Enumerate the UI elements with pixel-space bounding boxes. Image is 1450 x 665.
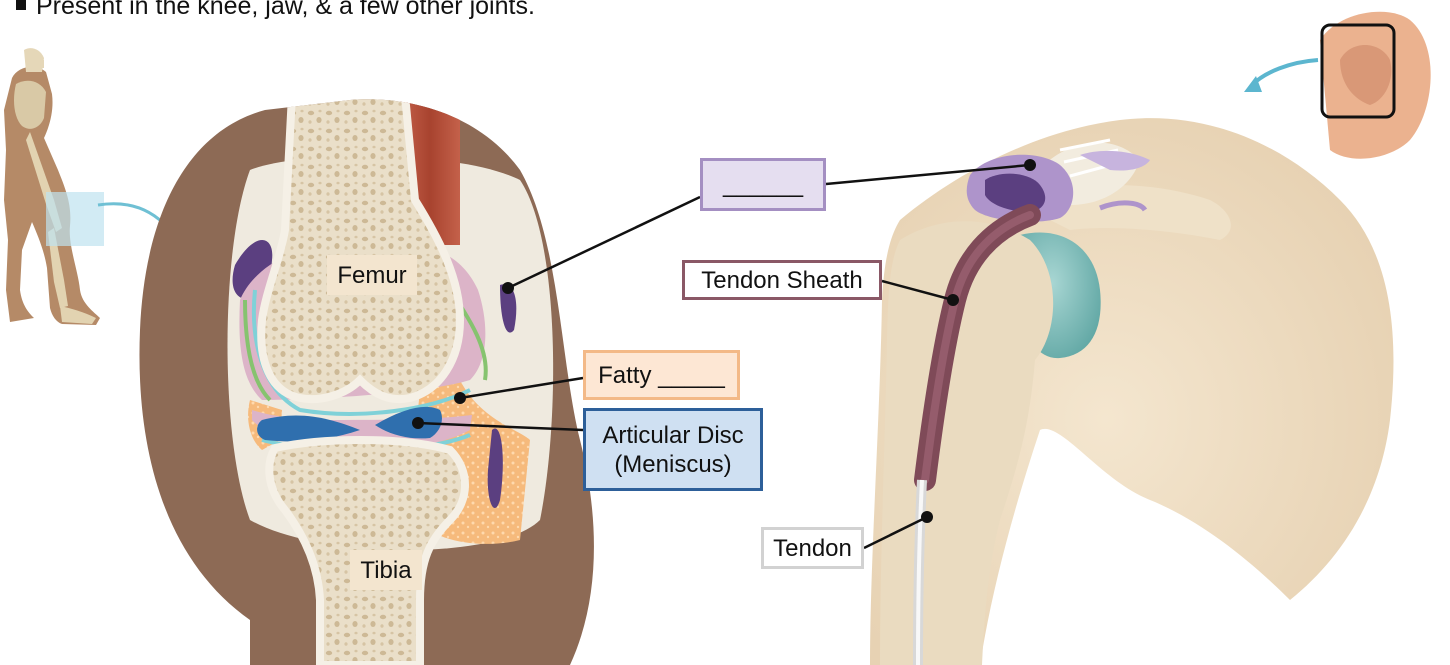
tendon-label: Tendon [761,527,864,569]
articular-disc-label: Articular Disc (Meniscus) [583,408,763,491]
articular-disc-line1: Articular Disc [602,421,743,450]
articular-disc-line2: (Meniscus) [614,450,731,479]
blank-label-box: ______ [700,158,826,211]
tendon-sheath-label: Tendon Sheath [682,260,882,300]
shoulder-joint-illustration [870,12,1431,665]
tibia-label: Tibia [350,550,422,590]
femur-label: Femur [327,255,417,295]
knee-highlight-box [46,192,104,246]
fatty-pad-label: Fatty _____ [583,350,740,400]
